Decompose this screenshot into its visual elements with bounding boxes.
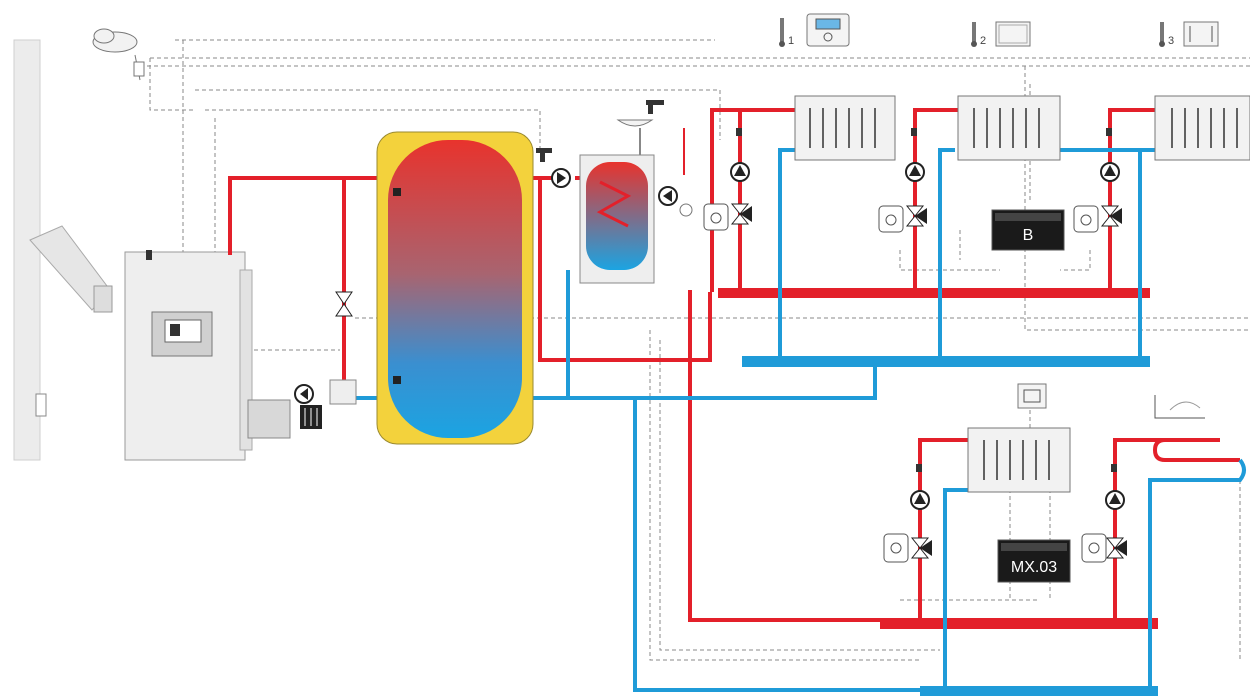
chimney-icon	[13, 39, 113, 461]
room-thermostat-4[interactable]	[1017, 383, 1047, 409]
supply-header	[718, 288, 1158, 629]
module-b-label: B	[1023, 227, 1034, 244]
room-thermostat-3[interactable]: 3	[1159, 21, 1219, 47]
pump-icon[interactable]	[905, 162, 925, 182]
valve-actuator-icon	[1081, 533, 1107, 563]
tap-icon	[616, 100, 664, 127]
thermometer-icon	[971, 22, 977, 47]
thermostat-number: 3	[1168, 35, 1174, 47]
pump-icon[interactable]	[1100, 162, 1120, 182]
return-header	[742, 356, 1158, 696]
thermometer-icon	[779, 18, 785, 47]
pump-icon[interactable]	[658, 186, 693, 217]
three-way-valve-icon[interactable]	[335, 291, 353, 317]
pump-icon[interactable]	[294, 384, 314, 404]
valve-actuator-icon	[703, 203, 729, 231]
radiator-icon	[957, 95, 1061, 161]
module-b[interactable]: B	[991, 209, 1065, 251]
three-way-valve-icon[interactable]	[1105, 537, 1127, 559]
thermostat-number: 1	[788, 35, 794, 47]
three-way-valve-icon[interactable]	[1100, 205, 1122, 227]
dhw-tank	[579, 128, 685, 284]
pump-icon[interactable]	[1105, 490, 1125, 510]
module-mx03[interactable]: MX.03	[997, 539, 1071, 583]
valve-actuator-icon	[883, 533, 909, 563]
radiator-icon	[1154, 95, 1250, 161]
boiler-icon	[124, 251, 322, 461]
floor-temperature-sensor	[1154, 395, 1205, 419]
valve-actuator-icon	[878, 205, 904, 233]
valve-actuator-icon	[1073, 205, 1099, 233]
air-vent-fittings	[146, 128, 1117, 472]
thermostat-number: 2	[980, 35, 986, 47]
tap-icon	[536, 148, 552, 162]
buffer-tank	[376, 131, 534, 445]
room-thermostat-2[interactable]: 2	[971, 21, 1031, 47]
radiator-icon	[967, 427, 1071, 493]
pump-icon[interactable]	[551, 168, 571, 188]
three-way-valve-icon[interactable]	[905, 205, 927, 227]
module-mx03-label: MX.03	[1011, 559, 1057, 576]
mixing-valve	[329, 379, 357, 405]
radiator-icon	[794, 95, 896, 161]
room-thermostat-1[interactable]: 1	[779, 13, 850, 47]
three-way-valve-icon[interactable]	[910, 537, 932, 559]
floor-heating-icon	[1152, 438, 1246, 482]
pump-icon[interactable]	[730, 162, 750, 182]
pump-icon[interactable]	[910, 490, 930, 510]
three-way-valve-icon[interactable]	[730, 203, 752, 225]
weather-sensor-icon	[92, 28, 145, 81]
thermometer-icon	[1159, 22, 1165, 47]
control-wiring	[140, 39, 1250, 661]
